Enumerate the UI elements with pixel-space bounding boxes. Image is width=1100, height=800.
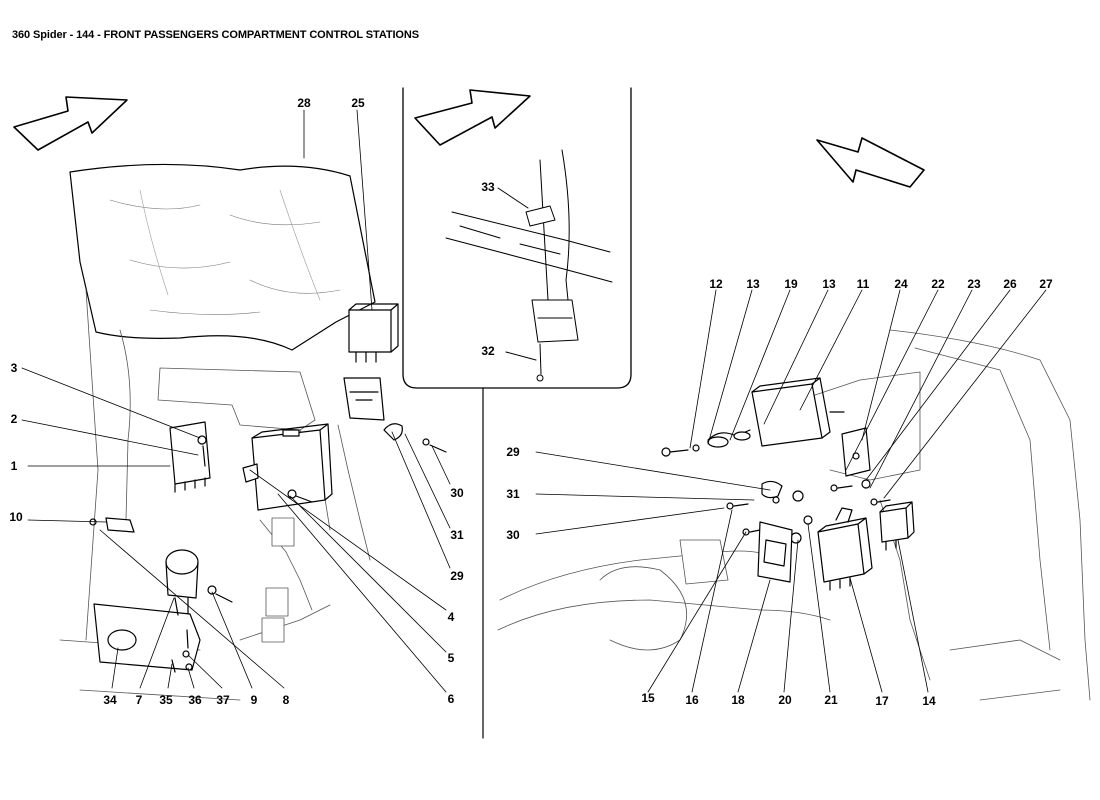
callout-3: 3 (10, 361, 18, 375)
callout-16: 16 (685, 693, 699, 707)
callout-29a: 29 (450, 569, 464, 583)
cable-tie-19 (707, 429, 751, 448)
callout-31b: 31 (506, 487, 520, 501)
control-unit-11 (751, 377, 845, 447)
callout-34: 34 (103, 693, 117, 707)
page-title: 360 Spider - 144 - FRONT PASSENGERS COMP… (12, 29, 419, 41)
callout-8: 8 (282, 693, 290, 707)
callout-11: 11 (856, 277, 870, 291)
callout-13b: 13 (822, 277, 836, 291)
direction-arrow-right (816, 137, 925, 188)
callout-1: 1 (10, 459, 18, 473)
callout-10: 10 (9, 510, 23, 524)
callout-27: 27 (1039, 277, 1053, 291)
callout-35: 35 (159, 693, 173, 707)
callout-33: 33 (481, 180, 495, 194)
callout-19: 19 (784, 277, 798, 291)
direction-arrow-inset (414, 89, 531, 146)
callout-28: 28 (297, 96, 311, 110)
inset-drawing (445, 149, 613, 382)
relay-17 (817, 507, 873, 591)
switch-bracket-34 (93, 549, 201, 671)
callout-37: 37 (216, 693, 230, 707)
left-body-structure (59, 289, 371, 701)
callout-36: 36 (188, 693, 202, 707)
callout-4: 4 (447, 610, 455, 624)
callout-25: 25 (351, 96, 365, 110)
callout-21: 21 (824, 693, 838, 707)
leader-lines-left (21, 109, 451, 693)
callout-30a: 30 (450, 486, 464, 500)
relay-25 (343, 303, 399, 421)
relay-1 (169, 421, 211, 493)
callout-23: 23 (967, 277, 981, 291)
relay-14 (879, 501, 915, 551)
leader-lines-right (535, 289, 1047, 693)
callout-20: 20 (778, 693, 792, 707)
right-body-structure (497, 329, 1091, 701)
callout-12: 12 (709, 277, 723, 291)
left-hardware (89, 423, 447, 673)
callout-26: 26 (1003, 277, 1017, 291)
callout-7: 7 (135, 693, 143, 707)
control-unit-4 (242, 423, 333, 511)
callout-15: 15 (641, 691, 655, 705)
callout-9: 9 (250, 693, 258, 707)
callout-6: 6 (447, 692, 455, 706)
callout-24: 24 (894, 277, 908, 291)
direction-arrow-left (13, 96, 128, 151)
bracket-18 (757, 521, 793, 583)
callout-2: 2 (10, 412, 18, 426)
callout-14: 14 (922, 694, 936, 708)
callout-17: 17 (875, 694, 889, 708)
callout-22: 22 (931, 277, 945, 291)
callout-5: 5 (447, 651, 455, 665)
dashboard-cover-28 (69, 163, 376, 351)
callout-32: 32 (481, 344, 495, 358)
callout-31a: 31 (450, 528, 464, 542)
callout-29b: 29 (506, 445, 520, 459)
callout-18: 18 (731, 693, 745, 707)
inset-frame (402, 87, 632, 389)
callout-13a: 13 (746, 277, 760, 291)
callout-30b: 30 (506, 528, 520, 542)
